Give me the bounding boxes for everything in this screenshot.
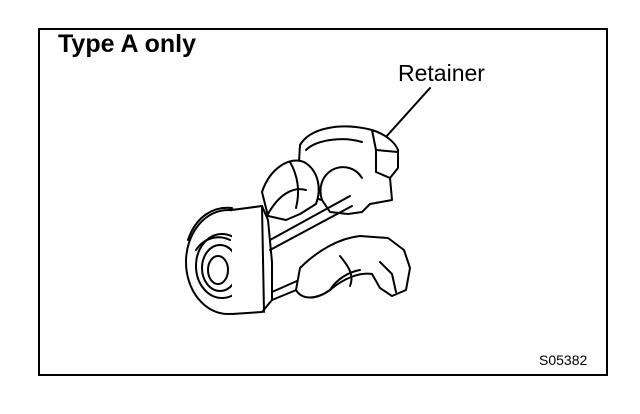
retainer-upper-rail <box>269 195 351 241</box>
figure-code: S05382 <box>539 352 588 368</box>
retainer-lower-tab <box>295 235 411 299</box>
retainer-rear-block <box>297 125 399 215</box>
retainer-callout-label: Retainer <box>398 60 485 86</box>
retainer-leader-line <box>384 87 431 139</box>
figure-heading: Type A only <box>58 30 196 58</box>
collar-side-plate <box>231 205 273 315</box>
